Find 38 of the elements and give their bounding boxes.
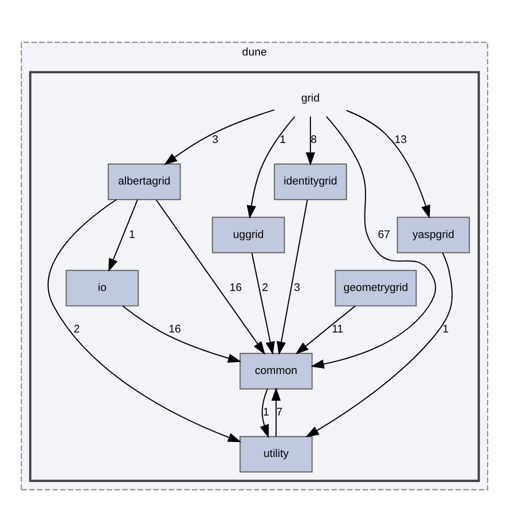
edge-label: 67: [378, 228, 390, 241]
arrow: [260, 388, 269, 438]
edge-label: 7: [276, 406, 282, 419]
edge-label: 13: [394, 134, 407, 146]
edge-label: 1: [263, 406, 270, 419]
edge-label: 2: [74, 323, 80, 336]
arrow: [108, 199, 138, 272]
node-box: yaspgrid: [396, 216, 470, 254]
node-box: albertagrid: [108, 164, 181, 200]
arrow: [295, 306, 356, 354]
arrow: [310, 116, 436, 369]
arrow: [306, 116, 316, 166]
arrow: [246, 116, 296, 219]
node-box: io: [66, 270, 139, 306]
edge-label: 1: [442, 323, 449, 336]
arrow: [306, 252, 453, 438]
arrow: [156, 200, 266, 355]
arrow: [271, 387, 281, 436]
node-box: geometrygrid: [334, 270, 417, 306]
edge-label: 16: [230, 282, 242, 294]
arrow: [251, 252, 275, 355]
edge-label: 16: [168, 323, 181, 336]
node-box: uggrid: [212, 216, 285, 254]
arrow: [164, 109, 275, 166]
edge-label: 2: [262, 282, 268, 294]
edge-label: 1: [280, 134, 286, 146]
arrow: [276, 200, 308, 355]
edge-label: 1: [129, 228, 136, 241]
arrow: [346, 110, 430, 219]
edge-label: 3: [294, 282, 300, 294]
node-box: utility: [240, 436, 313, 473]
edge-label: 11: [332, 323, 344, 336]
arrow: [48, 199, 242, 442]
node-box: identitygrid: [274, 164, 347, 200]
arrow: [122, 306, 242, 363]
edge-label: 3: [212, 134, 218, 146]
edge-label: 8: [310, 134, 317, 146]
node-box: common: [240, 352, 313, 390]
